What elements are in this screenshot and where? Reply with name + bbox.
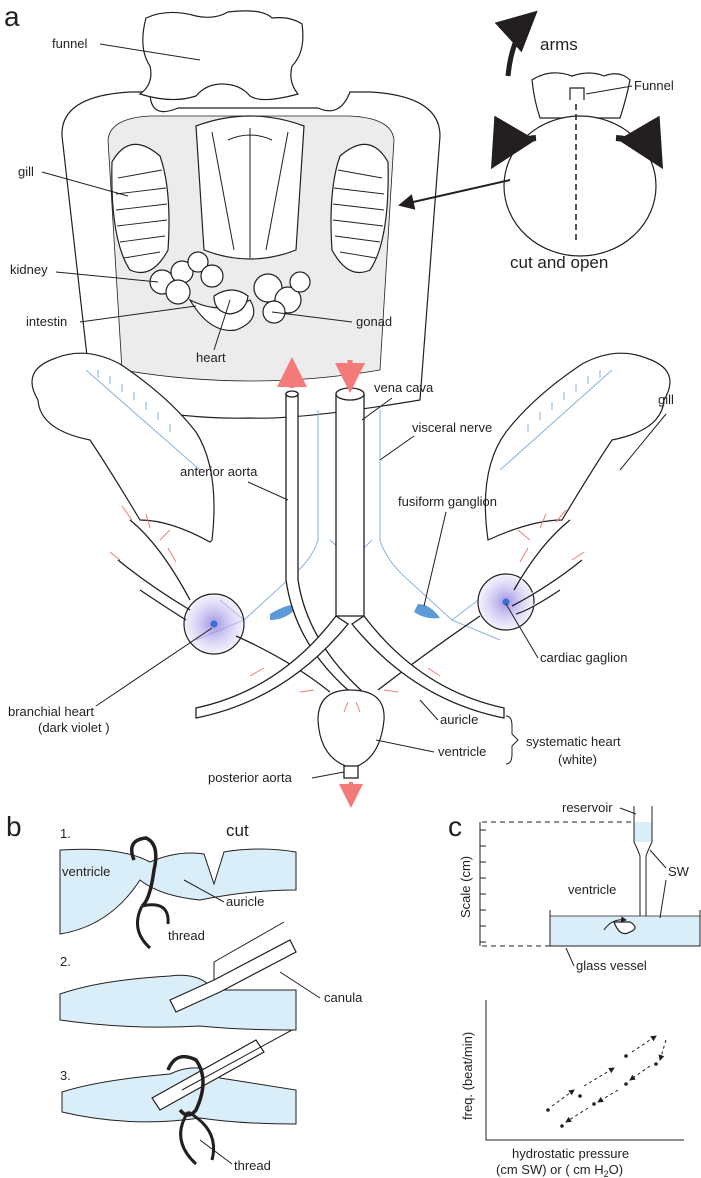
cut-and-open-inset: arms Funnel cut and open [400, 14, 674, 272]
label-b-auricle: auricle [226, 894, 264, 909]
panel-b-letter: b [6, 811, 22, 842]
label-vena-cava: vena cava [374, 380, 434, 395]
label-b-ventricle: ventricle [62, 864, 110, 879]
graph-xlabel-line1: hydrostatic pressure [512, 1146, 629, 1161]
frequency-pressure-graph [486, 1000, 684, 1140]
graph-xlabel-part-b: O) [609, 1162, 623, 1177]
panel-c-letter: c [448, 811, 462, 842]
step-2-number: 2. [60, 954, 71, 969]
label-branchial-heart: branchial heart [8, 704, 94, 719]
label-systematic-heart: systematic heart [526, 734, 621, 749]
step-1-number: 1. [60, 826, 71, 841]
label-anterior-aorta: anterior aorta [180, 464, 258, 479]
label-b-thread-3: thread [234, 1158, 271, 1173]
label-canula: canula [324, 990, 363, 1005]
graph-xlabel-line2: (cm SW) or ( cm H2O) [496, 1162, 623, 1178]
label-b-thread-1: thread [168, 928, 205, 943]
label-auricle: auricle [440, 712, 478, 727]
graph-ylabel: freq. (beat/min) [460, 1032, 475, 1120]
label-c-ventricle: ventricle [568, 882, 616, 897]
label-systematic-heart-note: (white) [558, 752, 597, 767]
label-glass-vessel: glass vessel [576, 958, 647, 973]
label-ventricle: ventricle [438, 744, 486, 759]
label-heart: heart [196, 350, 226, 365]
step-3-number: 3. [60, 1068, 71, 1083]
octopus-opened-body [62, 11, 440, 418]
label-inset-funnel: Funnel [634, 78, 674, 93]
label-cardiac-gaglion: cardiac gaglion [540, 650, 627, 665]
step-3-drawing [62, 1030, 296, 1164]
panel-a-letter: a [4, 1, 20, 32]
label-gill: gill [18, 164, 34, 179]
label-visceral-nerve: visceral nerve [412, 420, 492, 435]
inset-curved-arrow [508, 14, 534, 76]
label-posterior-aorta: posterior aorta [208, 770, 293, 785]
label-cut: cut [226, 821, 249, 840]
label-arms: arms [540, 35, 578, 54]
label-fusiform-ganglion: fusiform ganglion [398, 494, 497, 509]
label-reservoir: reservoir [562, 800, 613, 815]
label-kidney: kidney [10, 262, 48, 277]
systemic-ventricle [318, 690, 384, 768]
label-sw: SW [668, 864, 690, 879]
funnel-shape [140, 11, 303, 100]
perfusion-apparatus [480, 806, 700, 946]
label-gonad: gonad [356, 314, 392, 329]
label-branchial-heart-note: (dark violet ) [38, 720, 110, 735]
label-scale-axis: Scale (cm) [458, 856, 473, 918]
label-funnel: funnel [52, 36, 88, 51]
graph-xlabel-part-a: (cm SW) or ( cm H [496, 1162, 604, 1177]
label-intestin: intestin [26, 314, 67, 329]
label-gill-2: gill [658, 392, 674, 407]
label-cut-and-open: cut and open [510, 253, 608, 272]
